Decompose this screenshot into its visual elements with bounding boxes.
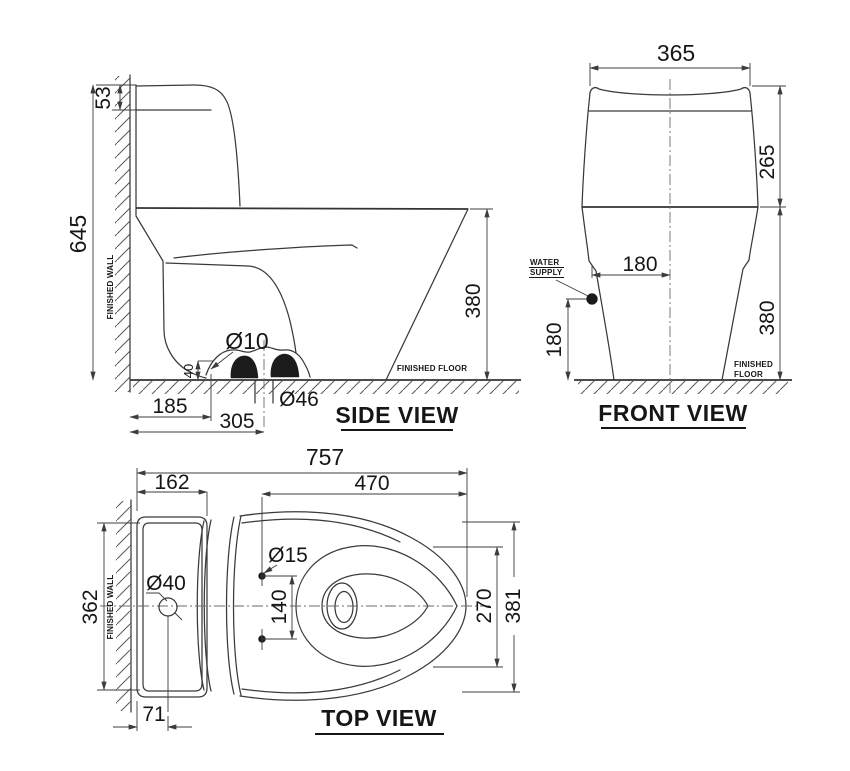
top-dim-362-label: 362 — [79, 589, 102, 624]
side-dim-305: 305 — [129, 410, 265, 435]
top-dim-162-label: 162 — [154, 471, 189, 494]
top-dim-o15: Ø15 — [263, 544, 308, 574]
side-dim-o10-label: Ø10 — [225, 328, 268, 354]
front-finished-floor-line1: FINISHED — [734, 360, 773, 369]
side-view-title: SIDE VIEW — [335, 402, 458, 428]
front-view: 365 265 380 180 180 WATER SUPPLY FINISHE… — [529, 40, 792, 429]
top-dim-270: 270 — [433, 546, 503, 668]
top-dim-470-label: 470 — [354, 472, 389, 495]
top-dim-140-label: 140 — [268, 589, 291, 624]
top-dim-o40-label: Ø40 — [146, 572, 186, 595]
top-dim-140: 140 — [262, 575, 297, 640]
side-dim-185: 185 — [129, 374, 212, 421]
side-dim-o46: Ø46 — [279, 388, 319, 411]
front-water-supply-callout: WATER SUPPLY — [529, 258, 589, 297]
side-bowl-underside-curve — [165, 262, 297, 354]
top-dim-o40: Ø40 — [146, 572, 186, 595]
front-dim-180h-label: 180 — [622, 253, 657, 276]
side-finished-floor-label: FINISHED FLOOR — [397, 364, 467, 373]
top-dim-757: 757 — [136, 444, 468, 597]
side-seat-top-line — [135, 207, 469, 210]
top-dim-270-label: 270 — [473, 588, 496, 623]
front-tank-left-side — [581, 92, 591, 208]
side-dim-o46-label: Ø46 — [279, 388, 319, 411]
top-view-title: TOP VIEW — [321, 705, 437, 731]
side-dim-53: 53 — [92, 84, 136, 111]
side-view: 53 645 380 Ø10 40 185 305 — [65, 74, 521, 435]
top-lid-inner-lines — [241, 518, 401, 694]
top-dim-o15-label: Ø15 — [268, 544, 308, 567]
side-bolt-left — [230, 355, 259, 379]
side-floor-hatch — [133, 381, 519, 394]
front-view-title: FRONT VIEW — [598, 400, 747, 426]
front-dim-180-vertical: 180 — [543, 298, 587, 381]
side-finished-wall-label: FINISHED WALL — [106, 255, 115, 320]
top-dim-71-label: 71 — [142, 703, 165, 726]
top-drain-inner — [334, 590, 354, 624]
front-dim-265-label: 265 — [756, 144, 779, 179]
top-dim-162: 162 — [136, 471, 208, 516]
front-bowl-left-side — [581, 206, 615, 381]
front-dim-180-horizontal: 180 — [591, 253, 671, 278]
front-water-supply-line2: SUPPLY — [530, 268, 563, 277]
top-view: 757 162 470 Ø15 Ø40 140 270 — [79, 444, 525, 735]
top-dim-71: 71 — [113, 701, 192, 731]
front-dim-380-label: 380 — [756, 300, 779, 335]
front-dim-180v-label: 180 — [543, 322, 566, 357]
side-base-back-curve — [135, 215, 207, 379]
side-tank-outline — [135, 84, 241, 207]
front-dim-365-label: 365 — [657, 40, 695, 66]
front-floor-hatch — [578, 381, 788, 394]
front-dim-365: 365 — [589, 40, 751, 86]
side-dim-645: 645 — [65, 84, 96, 381]
side-dim-380-label: 380 — [462, 283, 485, 318]
side-dim-o10: Ø10 — [210, 328, 269, 370]
side-dim-645-label: 645 — [65, 215, 91, 253]
side-dim-305-label: 305 — [219, 410, 254, 433]
side-bowl-front-slope — [385, 208, 469, 381]
side-dim-53-label: 53 — [92, 86, 115, 109]
top-tank-inner — [142, 522, 203, 692]
top-dim-362: 362 — [79, 522, 140, 691]
side-dim-40-label: 40 — [181, 364, 196, 378]
top-dim-757-label: 757 — [306, 444, 344, 470]
side-dim-185-label: 185 — [152, 395, 187, 418]
side-dim-40: 40 — [181, 360, 213, 381]
front-tank-right-side — [749, 92, 759, 208]
top-lid-hinge-curves — [196, 515, 242, 696]
front-dim-380: 380 — [756, 206, 783, 381]
front-water-supply-dot — [586, 293, 598, 305]
top-finished-wall-label: FINISHED WALL — [106, 575, 115, 640]
front-bowl-right-side — [721, 206, 759, 381]
top-tank-outer — [136, 516, 208, 698]
front-finished-floor-line2: FLOOR — [734, 370, 763, 379]
front-water-supply-line1: WATER — [530, 258, 559, 267]
side-seat-seam-curve — [173, 244, 358, 259]
top-flush-button-leader — [146, 592, 183, 621]
side-dim-380: 380 — [462, 208, 493, 381]
top-dim-470: 470 — [261, 472, 468, 568]
side-trap-outline — [205, 346, 311, 378]
side-bolt-right — [270, 353, 300, 378]
side-wall-hatch — [115, 76, 130, 392]
top-dim-381: 381 — [462, 521, 525, 693]
top-flush-button-circle — [158, 597, 178, 617]
top-dim-381-label: 381 — [502, 588, 525, 623]
